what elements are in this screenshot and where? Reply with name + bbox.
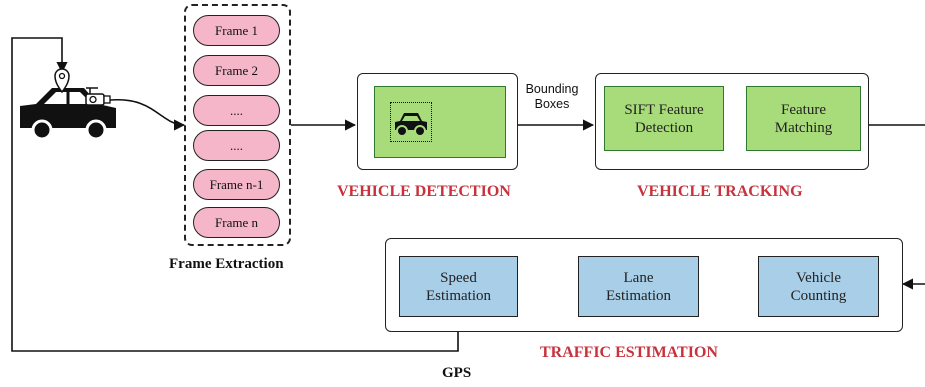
frame-item: .... [193,95,280,126]
camera-icon [85,87,111,106]
vehicle-tracking-label: VEHICLE TRACKING [637,183,803,200]
counting-line2: Counting [790,287,847,304]
bounding-boxes-label: Bounding Boxes [524,82,580,112]
bounding-boxes-line1: Bounding [525,82,579,96]
frame-item: Frame n-1 [193,169,280,200]
camera-to-frames-arrow [109,98,186,131]
matching-line2: Matching [774,119,833,136]
gps-feedback-line [11,37,459,352]
frame-item: .... [193,130,280,161]
location-pin-icon [54,68,70,94]
frame-item: Frame 2 [193,55,280,86]
bounding-boxes-line2: Boxes [534,97,570,111]
counting-line1: Vehicle [796,269,841,286]
frame-item: Frame 1 [193,15,280,46]
speed-estimation-step: Speed Estimation [399,256,518,317]
vehicle-detection-label: VEHICLE DETECTION [337,183,511,200]
frame-extraction-group [184,4,291,246]
speed-line1: Speed [440,269,477,286]
car-detected-icon [395,113,427,137]
sift-line1: SIFT Feature [624,101,704,118]
lane-estimation-step: Lane Estimation [578,256,699,317]
matching-line1: Feature [781,101,826,118]
frame-item: Frame n [193,207,280,238]
lane-line1: Lane [623,269,654,286]
sift-line2: Detection [634,119,694,136]
speed-line2: Estimation [426,287,491,304]
sift-feature-detection-step: SIFT Feature Detection [604,86,724,151]
vehicle-counting-step: Vehicle Counting [758,256,879,317]
feature-matching-step: Feature Matching [746,86,861,151]
frame-extraction-label: Frame Extraction [169,256,284,272]
traffic-estimation-label: TRAFFIC ESTIMATION [540,344,718,361]
lane-line2: Estimation [606,287,671,304]
bounding-box-marker [390,102,432,142]
gps-label: GPS [442,365,472,381]
